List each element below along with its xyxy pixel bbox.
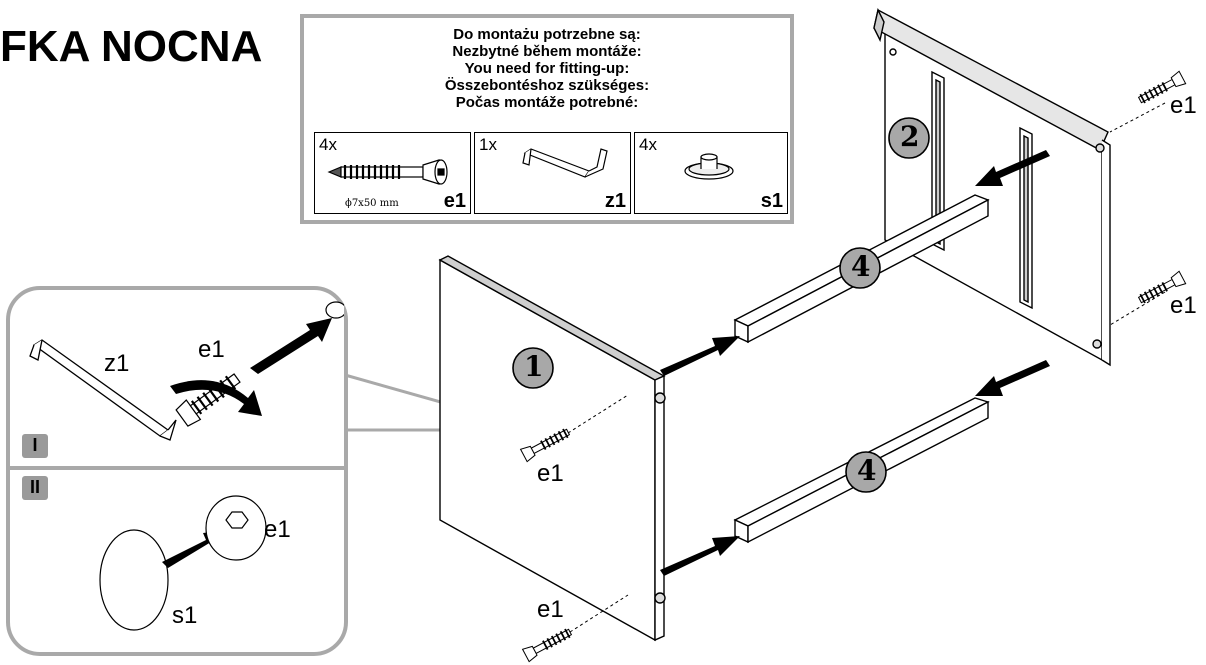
panel-number-2: 2	[900, 120, 920, 153]
dashed-guides	[567, 102, 1166, 633]
cap-icon	[99, 529, 169, 631]
rotate-arrow-icon	[170, 380, 262, 416]
part-cell-e1: 4x ϕ7x50 mm e1	[314, 132, 471, 214]
parts-header-line-sk: Počas montáže potrebné:	[455, 94, 639, 111]
insert-arrow-icon	[250, 318, 332, 374]
step-badge: I	[22, 434, 48, 458]
screw-icon	[175, 373, 241, 427]
screw-head-icon	[205, 495, 267, 561]
detail-divider	[10, 466, 344, 470]
detail-label-e1: e1	[264, 516, 291, 543]
part-code: e1	[443, 190, 466, 212]
screw-icon	[327, 159, 448, 185]
cap-icon	[684, 153, 734, 180]
step-badge-label: II	[29, 477, 40, 497]
rail-number-bottom: 4	[857, 454, 877, 487]
part-code: z1	[604, 190, 626, 212]
screw-icon	[519, 70, 1187, 663]
parts-needed-box: Do montażu potrzebne są: Nezbytné během …	[300, 14, 794, 224]
number-circles	[512, 117, 930, 493]
screw-label: e1	[1170, 92, 1197, 119]
step-badge-label: I	[32, 435, 38, 455]
part-code: s1	[760, 190, 783, 212]
parts-header-line-en: You need for fitting-up:	[464, 60, 630, 77]
assembly-arrows	[660, 150, 1050, 576]
detail-drawing	[29, 301, 344, 631]
part-qty: 1x	[479, 135, 497, 154]
part-cell-s1: 4x s1	[634, 132, 788, 214]
screw-hole	[325, 301, 344, 319]
side-panel-2	[873, 7, 1111, 367]
side-panel-1	[438, 255, 666, 642]
rail-number-top: 4	[851, 250, 871, 283]
page-title: FKA NOCNA	[0, 22, 263, 71]
detail-label-e1: e1	[198, 336, 225, 363]
parts-header-line-cz: Nezbytné během montáže:	[452, 43, 642, 60]
part-cell-z1: 1x z1	[474, 132, 631, 214]
screw-label: e1	[537, 596, 564, 623]
step-badge: II	[22, 476, 48, 500]
part-qty: 4x	[639, 135, 657, 154]
part-dim: ϕ7x50 mm	[345, 198, 399, 209]
part-qty: 4x	[319, 135, 337, 154]
parts-header-line-hu: Összebontéshoz szükséges:	[444, 77, 650, 94]
screw-label: e1	[1170, 292, 1197, 319]
detail-label-z1: z1	[104, 350, 130, 377]
screw-label: e1	[537, 460, 564, 487]
panel-number-1: 1	[524, 350, 544, 383]
detail-callout: I II z1 e1 e1 s1	[6, 286, 348, 656]
detail-label-s1: s1	[172, 602, 198, 629]
allen-key-icon	[522, 148, 608, 178]
parts-header-line-pl: Do montażu potrzebne są:	[453, 26, 641, 43]
allen-key-icon	[29, 339, 177, 441]
